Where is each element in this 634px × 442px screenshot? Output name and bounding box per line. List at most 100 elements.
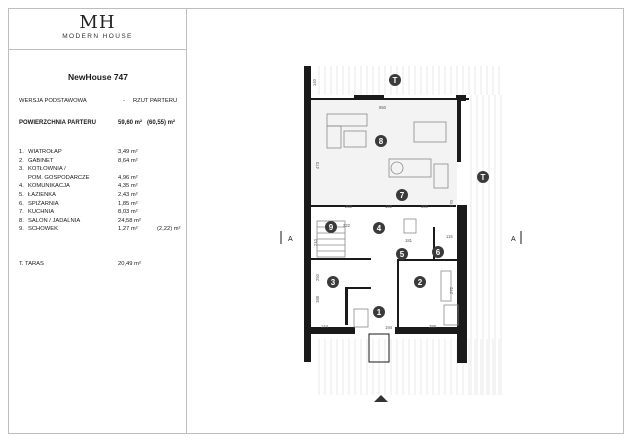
- room-name: KOMUNIKACJA: [28, 183, 70, 190]
- dimension-label: 473: [315, 161, 320, 169]
- dimension-label: 650: [379, 105, 387, 110]
- room-number: 3.: [19, 166, 24, 173]
- dimension-label: 188: [315, 295, 320, 303]
- furniture: [316, 113, 459, 328]
- dimension-label: 144: [321, 324, 329, 329]
- room-area-alt: (2,22) m²: [157, 226, 181, 233]
- version-label: WERSJA PODSTAWOWA: [19, 98, 87, 104]
- dimension-label: 288: [429, 324, 437, 329]
- room-number: 1.: [19, 149, 24, 155]
- logo-monogram: MH: [79, 12, 116, 33]
- room-list-item: 7. KUCHNIA 8,03 m²: [19, 208, 183, 217]
- section-markers: A A: [280, 231, 522, 244]
- room-marker: 5: [396, 248, 408, 260]
- room-area: 4,96 m²: [118, 174, 138, 181]
- room-name: WIATROŁAP: [28, 149, 62, 155]
- room-number: 8.: [19, 217, 24, 224]
- room-marker: 6: [432, 246, 444, 258]
- room-name: SPIŻARNIA: [28, 200, 59, 207]
- room-name: KUCHNIA: [28, 209, 55, 216]
- dimension-label: 250: [345, 204, 353, 209]
- project-title: NewHouse 747: [68, 72, 128, 82]
- floor-plan: 1 2 3 4 5 6 7 8 9 T T A A 140 650 473 270 250 150 300 2…: [280, 66, 522, 402]
- meta-separator: -: [123, 98, 125, 104]
- room-number: 4.: [19, 183, 24, 190]
- room-area: 4,35 m²: [118, 183, 138, 190]
- dimension-label: 150: [385, 204, 393, 209]
- room-list-item: 8. SALON / JADALNIA 24,58 m²: [19, 217, 183, 226]
- room-marker-label: 5: [400, 250, 405, 259]
- walls: [304, 66, 469, 363]
- dimension-label: 115: [446, 234, 453, 239]
- room-name: ŁAZIENKA: [28, 191, 57, 198]
- room-number: 7.: [19, 209, 24, 216]
- living-room-floor: [311, 100, 457, 205]
- section-marker-right: A: [511, 236, 516, 243]
- room-list-item: 6. SPIŻARNIA 1,85 m²: [19, 200, 183, 209]
- room-area: 8,64 m²: [118, 157, 138, 164]
- info-panel: MH MODERN HOUSE NewHouse 747 WERSJA PODS…: [9, 9, 187, 433]
- room-area: 1,85 m²: [118, 200, 138, 207]
- room-marker-label: 1: [377, 308, 382, 317]
- drawing-sheet: MH MODERN HOUSE NewHouse 747 WERSJA PODS…: [8, 8, 624, 434]
- room-list-item: 1. WIATROŁAP 3,49 m²: [19, 148, 183, 157]
- room-name: SALON / JADALNIA: [28, 217, 81, 224]
- room-number: 9.: [19, 226, 24, 233]
- terrace-markers: T T: [389, 74, 489, 183]
- room-marker: 7: [396, 189, 408, 201]
- room-marker-label: 4: [377, 224, 382, 233]
- dimension-label: 210: [313, 238, 318, 246]
- room-name: SCHOWEK: [28, 226, 58, 233]
- room-list-item: 4. KOMUNIKACJA 4,35 m²: [19, 182, 183, 191]
- floor-area-alt: (60,55) m²: [147, 120, 176, 126]
- room-marker: 9: [325, 221, 337, 233]
- room-area: 1,27 m²: [118, 226, 138, 233]
- terrace-label: T. TARAS: [19, 261, 44, 267]
- room-name: KOTŁOWNIA /: [28, 166, 66, 173]
- room-marker: 8: [375, 135, 387, 147]
- floor-area-value: 59,60 m²: [118, 120, 143, 126]
- room-marker: 4: [373, 222, 385, 234]
- room-list-item: 3. KOTŁOWNIA /: [19, 165, 183, 174]
- dimension-label: 272: [449, 286, 454, 294]
- entrance-steps: [368, 333, 390, 402]
- room-area: 8,03 m²: [118, 209, 138, 216]
- room-marker-label: 2: [418, 278, 423, 287]
- room-marker-label: 6: [436, 248, 441, 257]
- floor-area-label: POWIERZCHNIA PARTERU: [19, 120, 96, 126]
- room-list-item: 5. ŁAZIENKA 2,43 m²: [19, 191, 183, 200]
- terrace-marker-label: T: [393, 76, 398, 85]
- logo-header: MH MODERN HOUSE: [9, 9, 186, 50]
- room-name: POM. GOSPODARCZE: [28, 174, 90, 181]
- room-marker-label: 9: [329, 223, 334, 232]
- terrace-grid: [318, 66, 502, 395]
- plan-label: RZUT PARTERU: [133, 98, 178, 104]
- brand-name: MODERN HOUSE: [62, 33, 133, 40]
- terrace-marker-top: T: [389, 74, 401, 86]
- dimension-label: 222: [343, 223, 351, 228]
- room-number: 6.: [19, 200, 24, 207]
- room-number: 5.: [19, 191, 24, 198]
- room-area: 3,49 m²: [118, 149, 138, 155]
- room-marker: 1: [373, 306, 385, 318]
- room-list-item: POM. GOSPODARCZE 4,96 m²: [19, 174, 183, 183]
- terrace-marker-label: T: [481, 173, 486, 182]
- room-list-item: 9. SCHOWEK 1,27 m² (2,22) m²: [19, 225, 183, 234]
- dimension-label: 194: [385, 325, 393, 330]
- room-area: 24,58 m²: [118, 217, 141, 224]
- dimension-label: 270: [449, 199, 454, 207]
- dimension-label: 300: [421, 204, 429, 209]
- room-marker: 3: [327, 276, 339, 288]
- room-area: 2,43 m²: [118, 191, 138, 198]
- dimension-label: 140: [312, 78, 317, 86]
- terrace-marker-right: T: [477, 171, 489, 183]
- room-number: 2.: [19, 157, 24, 164]
- room-marker-label: 3: [331, 278, 336, 287]
- room-marker-label: 8: [379, 137, 384, 146]
- terrace-area: 20,49 m²: [118, 261, 141, 267]
- room-markers: 1 2 3 4 5 6 7 8 9: [325, 135, 444, 318]
- dimension-label: 181: [405, 238, 413, 243]
